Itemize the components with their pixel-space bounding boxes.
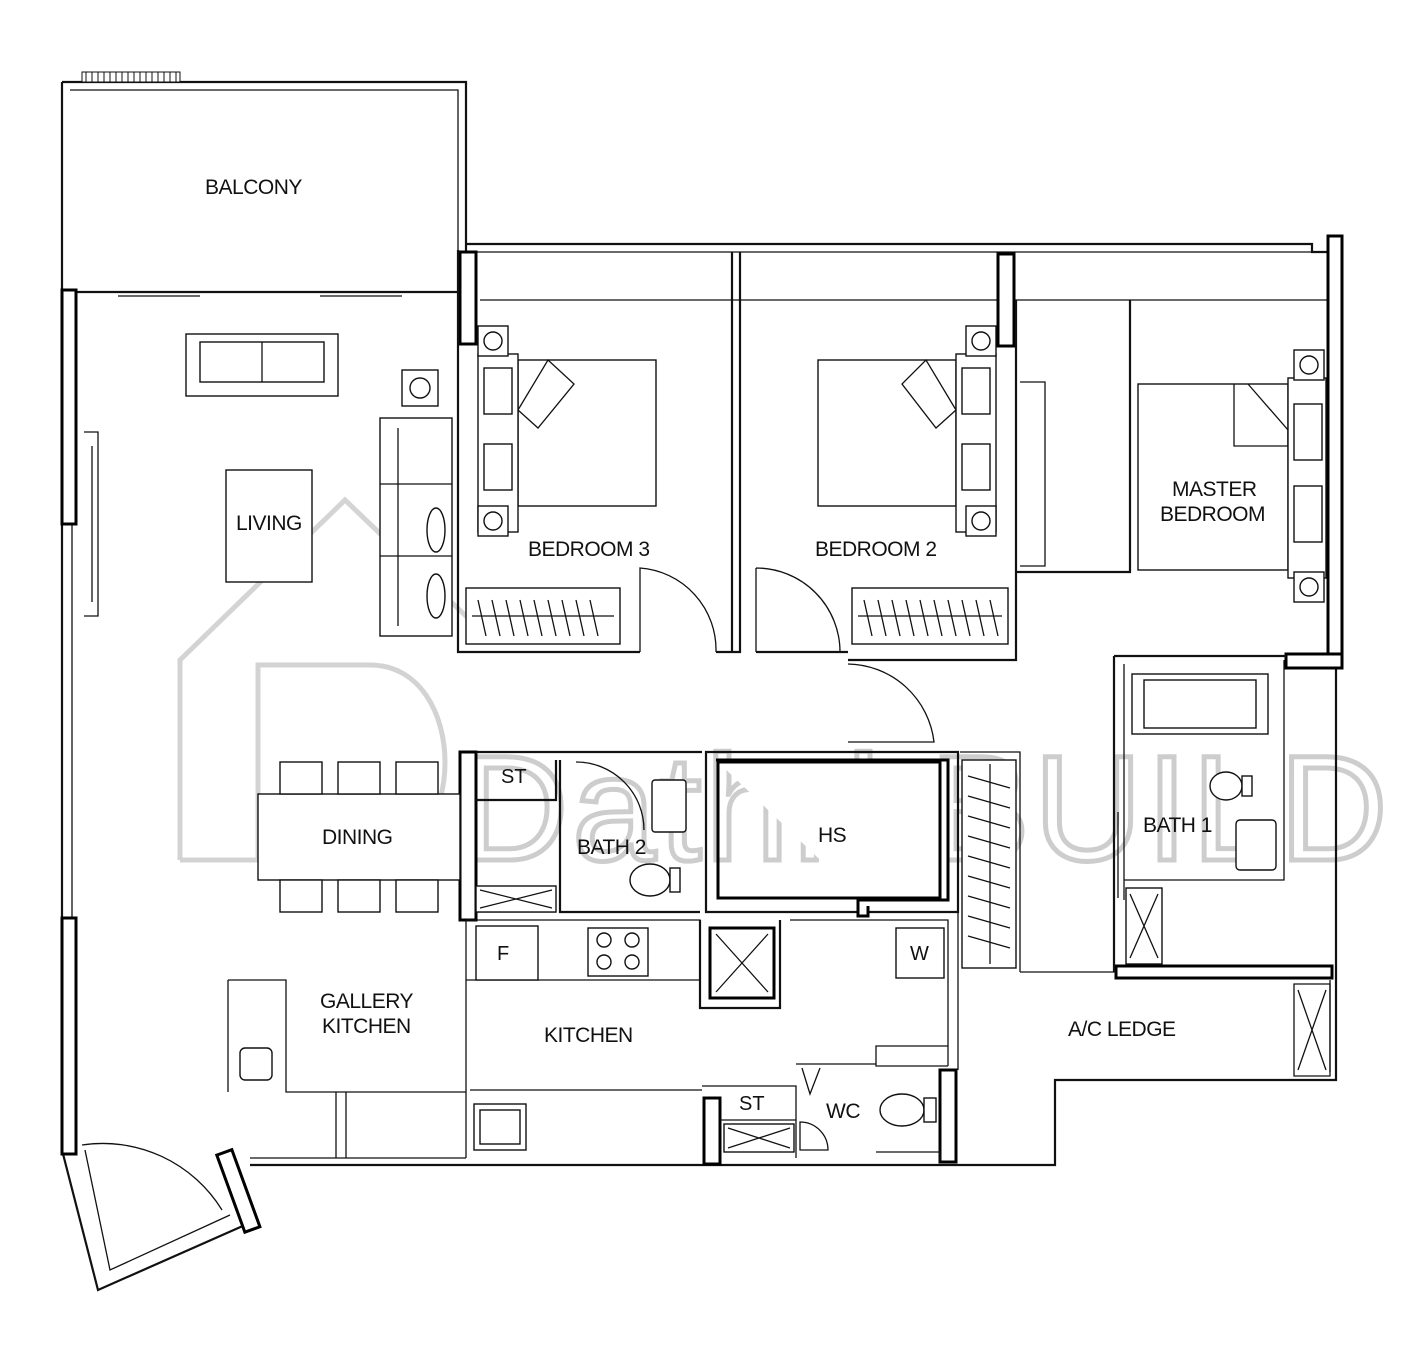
label-balcony: BALCONY xyxy=(205,176,302,199)
label-ac-ledge: A/C LEDGE xyxy=(1068,1018,1176,1041)
label-hs: HS xyxy=(818,824,847,847)
label-bath-2: BATH 2 xyxy=(577,836,646,859)
doors xyxy=(81,567,1119,1211)
label-fridge: F xyxy=(497,943,509,965)
interior-walls xyxy=(84,250,1331,1158)
label-dining: DINING xyxy=(322,826,393,849)
structural-columns xyxy=(60,234,1344,1235)
label-master-line2: BEDROOM xyxy=(1160,503,1265,526)
label-gallery-line2: KITCHEN xyxy=(322,1015,411,1038)
label-bath-1: BATH 1 xyxy=(1143,814,1212,837)
label-store-lower: ST xyxy=(739,1093,765,1115)
label-bedroom-3: BEDROOM 3 xyxy=(528,538,650,561)
label-kitchen: KITCHEN xyxy=(544,1024,633,1047)
label-bedroom-2: BEDROOM 2 xyxy=(815,538,937,561)
balcony-door xyxy=(70,290,458,297)
label-washer: W xyxy=(910,943,929,965)
room-labels: BALCONY LIVING BEDROOM 3 BEDROOM 2 MASTE… xyxy=(205,176,1266,1123)
label-wc: WC xyxy=(826,1100,860,1123)
furniture xyxy=(185,325,1327,1162)
label-gallery-line1: GALLERY xyxy=(320,990,413,1013)
label-master-line1: MASTER xyxy=(1172,478,1257,501)
label-store-upper: ST xyxy=(501,766,527,788)
label-living: LIVING xyxy=(236,512,302,535)
